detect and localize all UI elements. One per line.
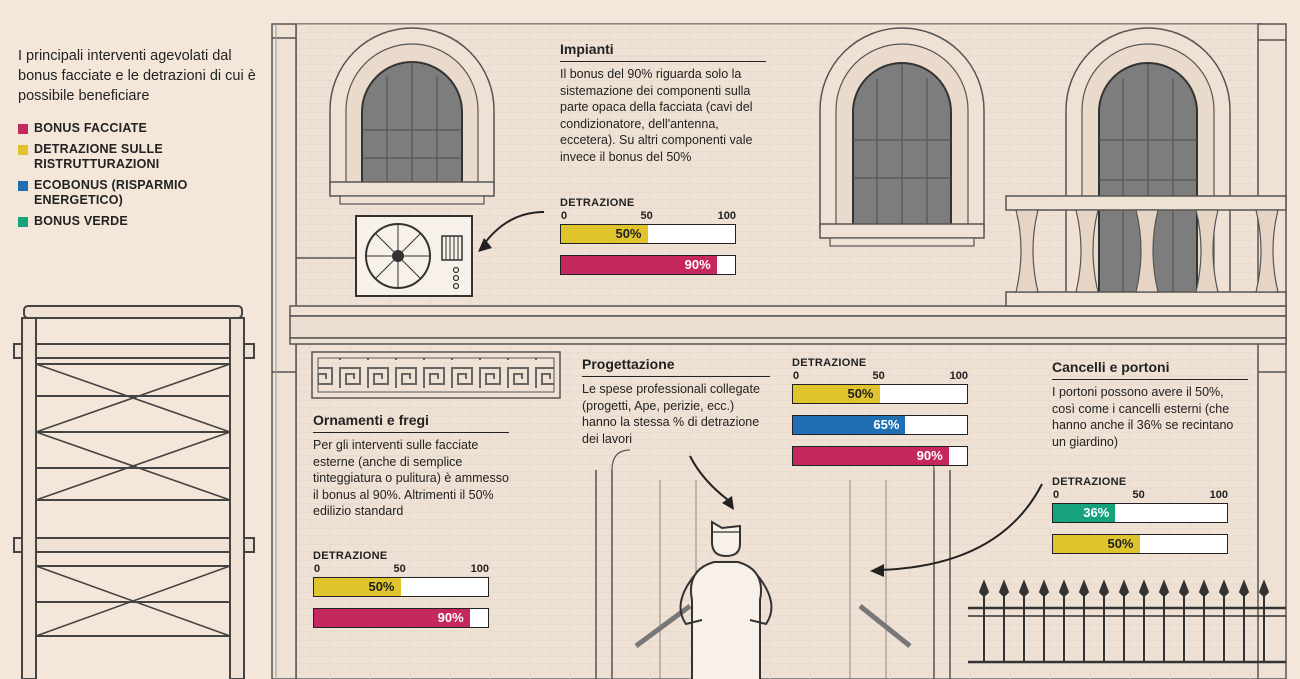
bar-fill	[793, 385, 880, 403]
bar: 36%	[1052, 503, 1228, 523]
bar-value-label: 90%	[437, 610, 464, 625]
fence-spike	[1178, 579, 1190, 598]
axis-ticks: 0 50 100	[792, 370, 968, 384]
legend-item-ecobonus: ECOBONUS (RISPARMIO ENERGETICO)	[18, 178, 234, 208]
fence-spike	[1078, 579, 1090, 598]
bar-value-label: 90%	[916, 448, 943, 463]
tick-label: 50	[640, 210, 653, 222]
bar: 50%	[792, 384, 968, 404]
bar: 50%	[560, 224, 736, 244]
bar-value-label: 50%	[847, 386, 874, 401]
tick-label: 100	[949, 370, 968, 382]
fence-spike	[1158, 579, 1170, 598]
fence-spike	[998, 579, 1010, 598]
legend-label: BONUS FACCIATE	[34, 121, 147, 135]
tick-label: 0	[561, 210, 568, 222]
bar-value-label: 90%	[684, 257, 711, 272]
legend: BONUS FACCIATE DETRAZIONE SULLE RISTRUTT…	[18, 121, 278, 235]
bar-fill	[561, 256, 717, 274]
panel-title: Ornamenti e fregi	[313, 411, 509, 433]
tick-label: 100	[470, 563, 489, 575]
tick-label: 50	[872, 370, 885, 382]
bar: 50%	[313, 577, 489, 597]
panel-title: Cancelli e portoni	[1052, 358, 1248, 380]
bar: 90%	[313, 608, 489, 628]
bar-fill	[1053, 504, 1116, 522]
bar-value-label: 36%	[1083, 505, 1110, 520]
panel-ornamenti: Ornamenti e fregi Per gli interventi sul…	[313, 411, 509, 520]
bar: 90%	[792, 446, 968, 466]
legend-item-ristrutturazioni: DETRAZIONE SULLE RISTRUTTURAZIONI	[18, 142, 184, 172]
tick-label: 0	[314, 563, 321, 575]
bar-value-label: 50%	[368, 579, 395, 594]
axis-ticks: 0 50 100	[1052, 489, 1228, 503]
legend-label: ECOBONUS (RISPARMIO ENERGETICO)	[34, 178, 188, 207]
axis-label: DETRAZIONE	[1052, 476, 1127, 488]
legend-label: DETRAZIONE SULLE RISTRUTTURAZIONI	[34, 142, 163, 171]
legend-item-bonus-verde: BONUS VERDE	[18, 214, 278, 229]
fence-spike	[1098, 579, 1110, 598]
panel-impianti: Impianti Il bonus del 90% riguarda solo …	[560, 40, 766, 165]
tick-label: 100	[717, 210, 736, 222]
axis-label: DETRAZIONE	[313, 550, 388, 562]
legend-swatch	[18, 124, 28, 134]
bar-fill	[793, 447, 949, 465]
fence-spike	[1118, 579, 1130, 598]
panel-text: Le spese professionali collegate (proget…	[582, 382, 760, 446]
panel-title: Impianti	[560, 40, 766, 62]
axis-label: DETRAZIONE	[792, 357, 867, 369]
intro-text: I principali interventi agevolati dal bo…	[18, 48, 256, 104]
fence-spike	[1198, 579, 1210, 598]
legend-swatch	[18, 181, 28, 191]
bar-fill	[314, 578, 401, 596]
legend-item-bonus-facciate: BONUS FACCIATE	[18, 121, 278, 136]
bar-fill	[561, 225, 648, 243]
panel-cancelli: Cancelli e portoni I portoni possono ave…	[1052, 358, 1248, 450]
axis-ticks: 0 50 100	[560, 210, 736, 224]
bar: 50%	[1052, 534, 1228, 554]
tick-label: 50	[393, 563, 406, 575]
tick-label: 50	[1132, 489, 1145, 501]
bar-value-label: 65%	[873, 417, 900, 432]
panel-progettazione: Progettazione Le spese professionali col…	[582, 355, 770, 447]
panel-title: Progettazione	[582, 355, 770, 377]
axis-label: DETRAZIONE	[560, 197, 635, 209]
bar-value-label: 50%	[1107, 536, 1134, 551]
fence-spike	[1258, 579, 1270, 598]
tick-label: 0	[1053, 489, 1060, 501]
tick-label: 0	[793, 370, 800, 382]
legend-label: BONUS VERDE	[34, 214, 128, 228]
bar: 65%	[792, 415, 968, 435]
bar: 90%	[560, 255, 736, 275]
bar-fill	[793, 416, 906, 434]
bar-fill	[1053, 535, 1140, 553]
tick-label: 100	[1209, 489, 1228, 501]
fence-spike	[1018, 579, 1030, 598]
fence-spike	[978, 579, 990, 598]
bar-value-label: 50%	[615, 226, 642, 241]
axis-ticks: 0 50 100	[313, 563, 489, 577]
fence-spike	[1038, 579, 1050, 598]
fence-spike	[1058, 579, 1070, 598]
bar-fill	[314, 609, 470, 627]
fence-spike	[1238, 579, 1250, 598]
legend-swatch	[18, 145, 28, 155]
panel-text: Il bonus del 90% riguarda solo la sistem…	[560, 67, 753, 164]
fence-spike	[1138, 579, 1150, 598]
panel-text: Per gli interventi sulle facciate estern…	[313, 438, 509, 518]
fence-spike	[1218, 579, 1230, 598]
legend-swatch	[18, 217, 28, 227]
panel-text: I portoni possono avere il 50%, così com…	[1052, 385, 1234, 449]
